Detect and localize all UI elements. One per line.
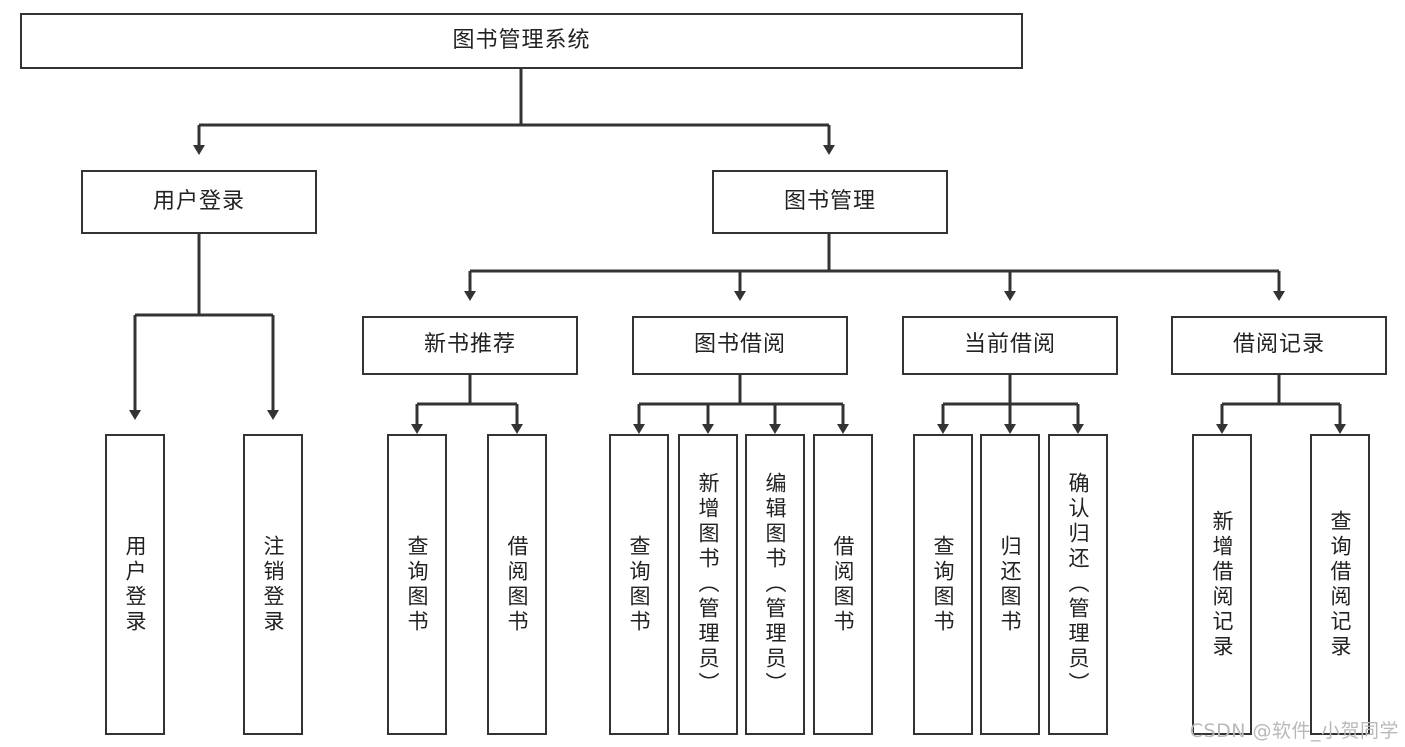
node-book-borrow[interactable]: 图书借阅 xyxy=(632,316,848,375)
node-current-borrow[interactable]: 当前借阅 xyxy=(902,316,1118,375)
node-borrow-record[interactable]: 借阅记录 xyxy=(1171,316,1387,375)
leaf-borrow-book-recommend-label: 借阅图书 xyxy=(505,534,530,635)
node-book-management[interactable]: 图书管理 xyxy=(712,170,948,234)
leaf-query-book-borrow-label: 查询图书 xyxy=(627,534,652,635)
leaf-query-borrow-record-label: 查询借阅记录 xyxy=(1328,509,1353,660)
leaf-borrow-book-label: 借阅图书 xyxy=(831,534,856,635)
leaf-add-borrow-record-label: 新增借阅记录 xyxy=(1210,509,1235,660)
leaf-edit-book-admin-label: 编辑图书（管理员） xyxy=(763,472,788,697)
leaf-add-book-admin[interactable]: 新增图书（管理员） xyxy=(678,434,738,735)
leaf-query-borrow-record[interactable]: 查询借阅记录 xyxy=(1310,434,1370,735)
leaf-borrow-book-recommend[interactable]: 借阅图书 xyxy=(487,434,547,735)
node-new-book-recommend[interactable]: 新书推荐 xyxy=(362,316,578,375)
node-current-borrow-label: 当前借阅 xyxy=(963,332,1056,358)
leaf-query-book-recommend[interactable]: 查询图书 xyxy=(387,434,447,735)
leaf-return-book-label: 归还图书 xyxy=(998,534,1023,635)
leaf-logout-label: 注销登录 xyxy=(261,534,286,635)
node-root-system-label: 图书管理系统 xyxy=(452,27,591,53)
leaf-query-book-current[interactable]: 查询图书 xyxy=(913,434,973,735)
node-root-system[interactable]: 图书管理系统 xyxy=(20,13,1023,69)
node-book-borrow-label: 图书借阅 xyxy=(693,332,786,358)
leaf-add-book-admin-label: 新增图书（管理员） xyxy=(696,472,721,697)
leaf-logout[interactable]: 注销登录 xyxy=(243,434,303,735)
node-book-management-label: 图书管理 xyxy=(783,188,876,214)
leaf-add-borrow-record[interactable]: 新增借阅记录 xyxy=(1192,434,1252,735)
leaf-return-book[interactable]: 归还图书 xyxy=(980,434,1040,735)
leaf-borrow-book[interactable]: 借阅图书 xyxy=(813,434,873,735)
leaf-query-book-recommend-label: 查询图书 xyxy=(405,534,430,635)
leaf-query-book-borrow[interactable]: 查询图书 xyxy=(609,434,669,735)
leaf-user-login[interactable]: 用户登录 xyxy=(105,434,165,735)
node-borrow-record-label: 借阅记录 xyxy=(1232,332,1325,358)
leaf-confirm-return-admin-label: 确认归还（管理员） xyxy=(1066,472,1091,697)
node-user-login[interactable]: 用户登录 xyxy=(81,170,317,234)
leaf-confirm-return-admin[interactable]: 确认归还（管理员） xyxy=(1048,434,1108,735)
node-user-login-label: 用户登录 xyxy=(152,188,245,214)
leaf-edit-book-admin[interactable]: 编辑图书（管理员） xyxy=(745,434,805,735)
leaf-user-login-label: 用户登录 xyxy=(123,534,148,635)
node-new-book-recommend-label: 新书推荐 xyxy=(423,332,516,358)
leaf-query-book-current-label: 查询图书 xyxy=(931,534,956,635)
